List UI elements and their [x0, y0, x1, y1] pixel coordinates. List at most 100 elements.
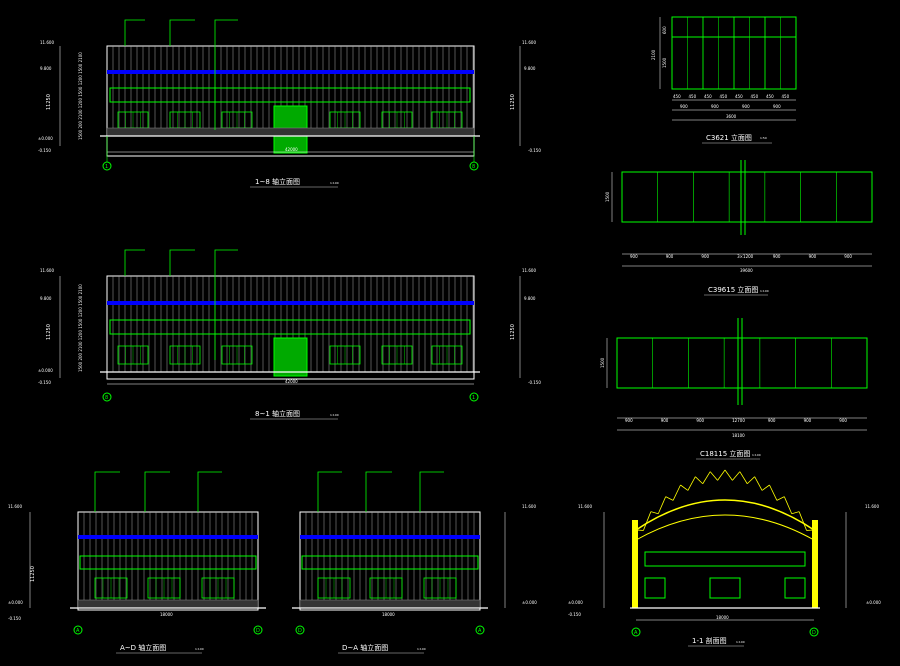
axis-label-left: A [634, 630, 638, 636]
dim-text: 450 [766, 94, 774, 99]
truss-web [687, 476, 696, 491]
axis-label-right: 8 [472, 164, 475, 170]
right-column [812, 520, 818, 608]
total-dim: 18000 [160, 612, 173, 617]
truss-web [724, 469, 733, 481]
drawing-title: D~A 轴立面图 [342, 643, 388, 652]
dim-text: 900 [844, 254, 852, 259]
axis-label-right: 1 [472, 395, 475, 401]
window-mullions [652, 338, 832, 388]
dim-text: 900 [839, 418, 847, 423]
dim-text: 900 [804, 418, 812, 423]
axis-bubble-right [469, 392, 479, 402]
truss-web [798, 511, 807, 531]
dim-text: 450 [735, 94, 743, 99]
axis-bubble-left [102, 392, 112, 402]
level-ground: ±0.000 [8, 600, 23, 605]
truss-web [761, 484, 770, 491]
truss-web [791, 511, 800, 515]
truss-web [695, 476, 704, 485]
total-height-right: 11250 [510, 324, 516, 340]
window-title: C18115 立面图 [700, 449, 750, 458]
dim-text: 900 [773, 104, 781, 109]
truss-web [702, 471, 711, 484]
window-band [109, 319, 471, 335]
total-height-right: 11250 [510, 94, 516, 110]
dim-text: 900 [742, 104, 750, 109]
level-bottom: -0.150 [38, 148, 51, 153]
roof-arc-outer [635, 499, 815, 531]
window-scale: 1:100 [760, 289, 769, 293]
drawing-title: 1~8 轴立面图 [255, 177, 300, 186]
dim-text: 450 [782, 94, 790, 99]
window-title: C3621 立面图 [706, 133, 752, 142]
dim-text: 3×1200 [737, 254, 754, 259]
axis-label-right: D [256, 628, 260, 634]
total-dim: 42000 [285, 147, 298, 152]
window-height-top: 600 [662, 26, 667, 34]
plinth [106, 127, 475, 137]
window-height: 1500 [605, 191, 610, 202]
drawing-scale: 1:100 [417, 647, 426, 651]
axis-label-left: 1 [105, 164, 108, 170]
dim-text: 450 [751, 94, 759, 99]
dim-text: 900 [666, 254, 674, 259]
section-span: 18000 [716, 615, 729, 620]
dim-text: 900 [768, 418, 776, 423]
dim-text: 900 [661, 418, 669, 423]
lower-windows [117, 111, 463, 129]
roof-truss [635, 469, 815, 531]
window-height: 1500 [600, 357, 605, 368]
elevation-A-D: 18000 A D 11250 11.600 ±0.000 -0.150 A~D… [8, 471, 506, 654]
truss-web [709, 471, 718, 481]
level-top: 11.600 [40, 40, 54, 45]
plinth [77, 599, 259, 609]
level-top: 11.600 [578, 504, 592, 509]
truss-web [657, 496, 667, 514]
wall-cladding-lines [112, 46, 474, 128]
window-total: 39600 [740, 268, 753, 273]
drawing-title: A~D 轴立面图 [120, 643, 166, 652]
dim-text: 12700 [732, 418, 745, 423]
level-top: 11.600 [522, 504, 536, 509]
window-height: 2100 [651, 49, 656, 60]
dim-text: 900 [773, 254, 781, 259]
drawing-scale: 1:100 [736, 640, 745, 644]
dim-text: 900 [711, 104, 719, 109]
level-top: 11.600 [40, 268, 54, 273]
level-bottom-right: -0.150 [528, 380, 541, 385]
drawing-scale: 1:100 [330, 413, 339, 417]
level-top-right: 11.600 [865, 504, 879, 509]
dim-text: 450 [704, 94, 712, 99]
lower-windows [94, 577, 235, 599]
axis-label-right: A [478, 628, 482, 634]
level-top-right: 11.600 [522, 268, 536, 273]
truss-web [732, 471, 741, 481]
level-eave-right: 9.800 [524, 296, 536, 301]
level-eave-right: 9.800 [524, 66, 536, 71]
total-dim: 18000 [382, 612, 395, 617]
window-height-bottom: 1500 [662, 57, 667, 68]
level-top-right: 11.600 [522, 40, 536, 45]
truss-web [769, 484, 778, 501]
left-dim-chain: 1500 200 2100 1200 1500 1200 1500 2100 [78, 52, 83, 140]
axis-label-left: 8 [105, 395, 108, 401]
level-eave: 9.800 [40, 66, 52, 71]
plinth [299, 599, 481, 609]
truss-web [680, 484, 689, 491]
roof-arc-inner [635, 514, 815, 541]
truss-web [754, 476, 763, 491]
section-1-1: 18000 A D 11.600 ±0.000 -0.150 11.600 ±0… [568, 469, 881, 647]
rolling-door [273, 337, 308, 377]
window-mullions [687, 17, 781, 89]
window-band [79, 555, 257, 570]
truss-web [672, 484, 681, 501]
window-title: C39615 立面图 [708, 285, 758, 294]
dim-text: 450 [720, 94, 728, 99]
total-height: 11250 [46, 94, 52, 110]
left-column [632, 520, 638, 608]
total-dim: 42000 [285, 379, 298, 384]
